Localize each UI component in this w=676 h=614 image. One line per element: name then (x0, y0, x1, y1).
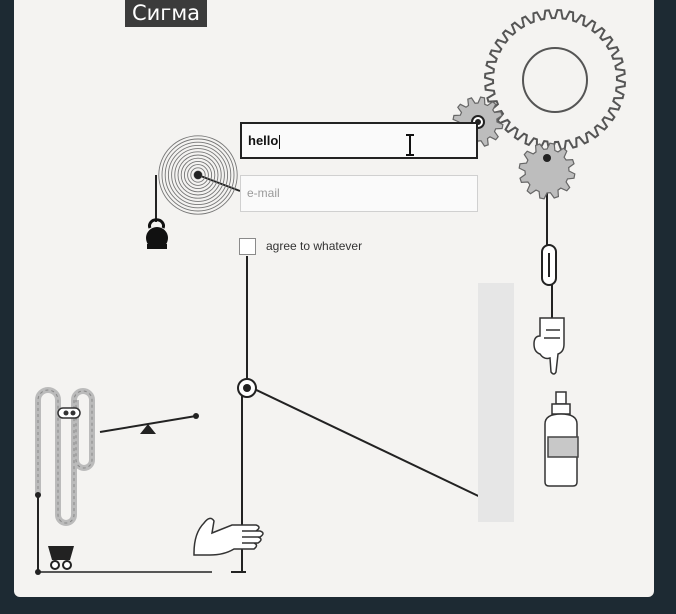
chain-link-icon (541, 244, 557, 286)
side-slot (478, 283, 514, 522)
gear-icon (518, 142, 576, 200)
spiral-coil-icon (158, 135, 238, 215)
seesaw-icon (140, 424, 156, 434)
cart-icon (48, 546, 74, 570)
kettlebell-icon (146, 218, 168, 249)
agree-checkbox[interactable] (239, 238, 256, 255)
pointing-hand-icon (533, 317, 565, 375)
watermark: Сигма (125, 0, 208, 27)
text-cursor-icon (406, 134, 414, 156)
text-caret (279, 134, 281, 149)
email-field[interactable]: e-mail (240, 175, 478, 212)
agree-label: agree to whatever (266, 239, 363, 253)
spray-bottle-icon (544, 391, 579, 487)
conveyor-block (57, 407, 81, 419)
machine-canvas (14, 0, 654, 597)
lever-arm (247, 385, 494, 504)
open-hand-icon (193, 517, 264, 556)
large-gear-icon (483, 8, 627, 152)
name-input-value: hello (248, 133, 279, 148)
name-input[interactable]: hello (240, 122, 478, 159)
